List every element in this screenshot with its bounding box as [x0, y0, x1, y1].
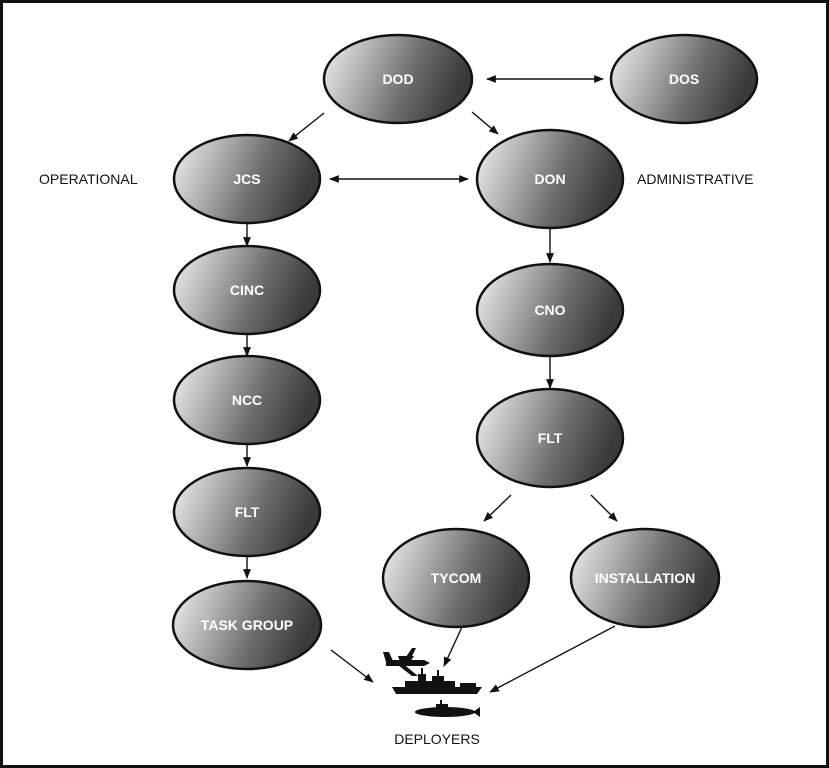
operational-label: OPERATIONAL	[39, 171, 138, 187]
node-dod: DOD	[322, 33, 474, 125]
node-installation-label: INSTALLATION	[595, 570, 696, 586]
node-dos: DOS	[609, 33, 759, 125]
node-task-group-label: TASK GROUP	[201, 617, 293, 633]
node-cno-label: CNO	[534, 302, 565, 318]
connectors	[243, 75, 618, 693]
arrow-taskgroup-deployers	[330, 649, 374, 683]
submarine-icon	[415, 700, 480, 717]
arrow-installation-deployers	[489, 625, 616, 693]
node-task-group: TASK GROUP	[171, 579, 323, 671]
deployers-label: DEPLOYERS	[394, 731, 480, 747]
node-tycom: TYCOM	[381, 527, 531, 629]
node-flt-left-label: FLT	[235, 504, 260, 520]
arrow-dod-jcs	[288, 112, 325, 142]
node-flt-right-label: FLT	[538, 430, 563, 446]
node-don-label: DON	[534, 171, 565, 187]
node-ncc-label: NCC	[232, 392, 262, 408]
node-tycom-label: TYCOM	[431, 570, 482, 586]
arrow-tycom-deployers	[443, 626, 463, 667]
administrative-label: ADMINISTRATIVE	[637, 171, 753, 187]
arrow-dod-don	[471, 111, 499, 135]
node-jcs: JCS	[172, 133, 322, 225]
node-ncc: NCC	[172, 354, 322, 446]
arrow-flt-tycom	[483, 494, 512, 522]
warship-icon	[392, 668, 482, 694]
node-cinc-label: CINC	[230, 282, 264, 298]
node-flt-left: FLT	[172, 466, 322, 558]
aircraft-icon	[383, 648, 430, 676]
node-don: DON	[475, 128, 625, 230]
arrow-flt-installation	[590, 494, 618, 522]
node-dod-label: DOD	[382, 71, 413, 87]
node-flt-right: FLT	[475, 387, 625, 489]
node-cno: CNO	[475, 262, 625, 358]
node-jcs-label: JCS	[233, 171, 260, 187]
node-installation: INSTALLATION	[569, 527, 721, 629]
node-dos-label: DOS	[669, 71, 699, 87]
node-cinc: CINC	[172, 244, 322, 336]
